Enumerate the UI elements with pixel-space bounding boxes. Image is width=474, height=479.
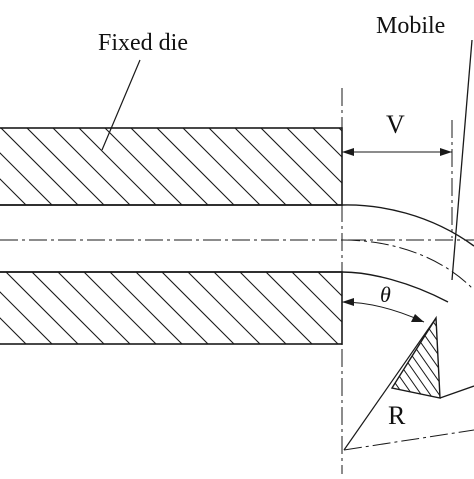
mobile-leader-line <box>452 40 472 280</box>
hatch-line <box>417 128 474 205</box>
hatch-line <box>348 315 408 400</box>
hatch-line <box>32 272 104 344</box>
hatch-line <box>261 128 338 205</box>
hatch-line <box>357 315 417 400</box>
mobile-die-axis-line <box>344 430 474 450</box>
hatch-line <box>110 272 182 344</box>
hatch-line <box>240 272 312 344</box>
hatch-line <box>6 272 78 344</box>
hatch-line <box>411 315 471 400</box>
v-arrow-right <box>440 148 452 156</box>
hatch-line <box>339 315 399 400</box>
v-dimension <box>342 148 452 156</box>
hatch-line <box>27 128 104 205</box>
hatch-line <box>58 272 130 344</box>
bent-tube-inner-curve <box>342 272 448 302</box>
lower-fixed-die <box>0 272 468 344</box>
hatch-line <box>214 272 286 344</box>
r-label: R <box>388 401 406 430</box>
hatch-line <box>365 128 442 205</box>
hatch-line <box>131 128 208 205</box>
hatch-line <box>84 272 156 344</box>
hatch-line <box>162 272 234 344</box>
v-arrow-left <box>342 148 354 156</box>
upper-fixed-die <box>0 128 474 205</box>
hatch-line <box>79 128 156 205</box>
hatch-line <box>292 272 364 344</box>
hatch-line <box>321 315 381 400</box>
hatch-line <box>266 272 338 344</box>
theta-arrow-left <box>342 298 354 306</box>
hatch-line <box>393 315 453 400</box>
hatch-line <box>105 128 182 205</box>
hatch-line <box>0 272 26 344</box>
fixed-die-label: Fixed die <box>98 30 188 56</box>
hatch-line <box>420 315 474 400</box>
hatch-line <box>1 128 78 205</box>
hatch-line <box>330 315 390 400</box>
lower-die-hatching <box>0 272 468 344</box>
hatch-line <box>0 272 52 344</box>
hatch-line <box>366 315 426 400</box>
hatch-line <box>375 315 435 400</box>
hatch-line <box>0 128 52 205</box>
hatch-line <box>209 128 286 205</box>
hatch-line <box>183 128 260 205</box>
theta-label: θ <box>380 282 391 307</box>
mobile-label: Mobile <box>376 13 445 39</box>
hatch-line <box>391 128 468 205</box>
v-label: V <box>386 110 405 139</box>
upper-die-hatching <box>0 128 474 205</box>
hatch-line <box>287 128 364 205</box>
mobile-die-edge-lower <box>440 386 474 398</box>
mobile-die <box>321 40 474 450</box>
hatch-line <box>339 128 416 205</box>
hatch-line <box>136 272 208 344</box>
hatch-line <box>53 128 130 205</box>
theta-arrow-right <box>411 314 424 322</box>
hatch-line <box>235 128 312 205</box>
mobile-die-hatching <box>321 315 474 400</box>
hatch-line <box>429 315 474 400</box>
hatch-line <box>157 128 234 205</box>
fixed-die-leader-line <box>102 60 140 150</box>
hatch-line <box>188 272 260 344</box>
hatch-line <box>313 128 390 205</box>
